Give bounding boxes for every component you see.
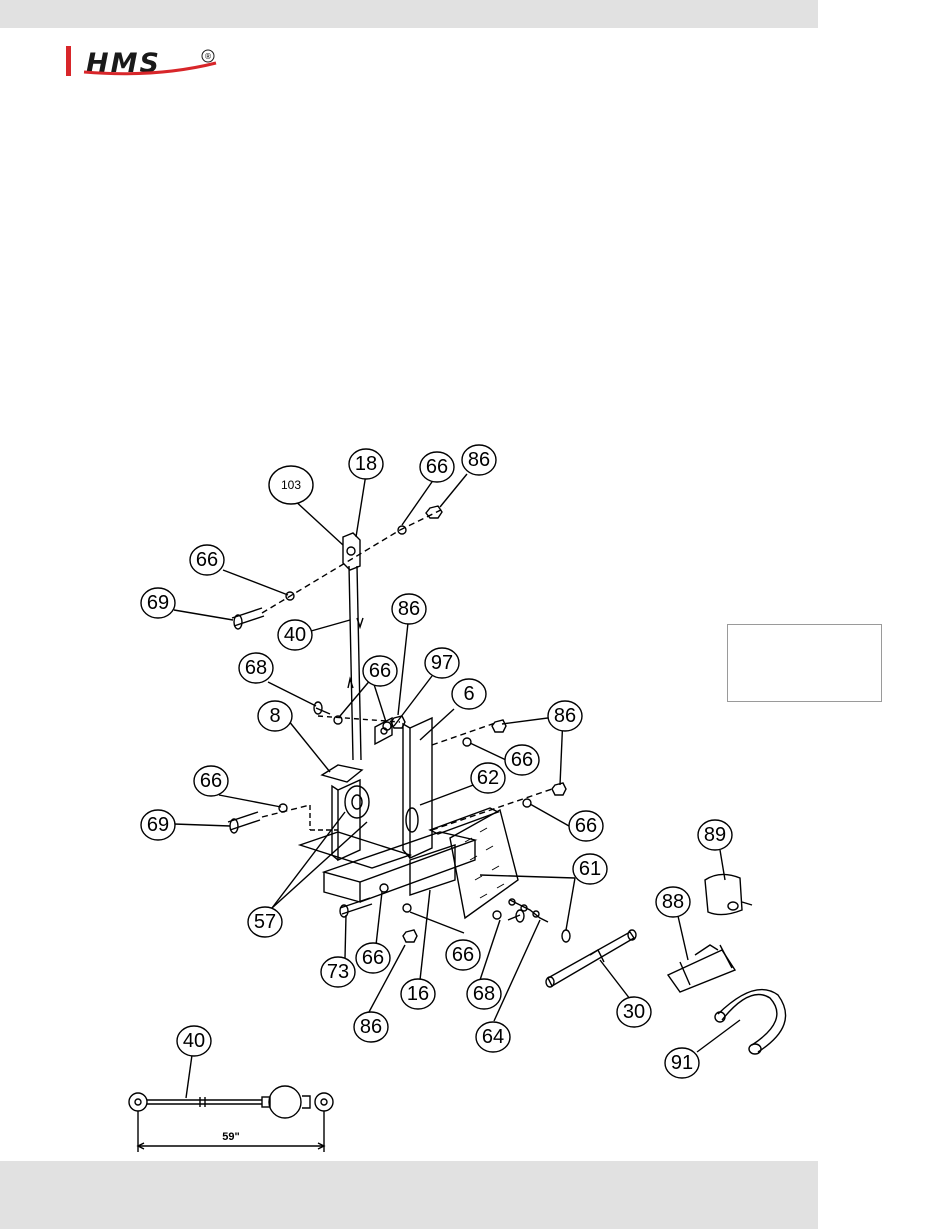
callout-57: 57 [248,907,282,937]
svg-text:30: 30 [623,1001,645,1023]
callout-86-top: 86 [462,445,496,475]
callout-66-top: 66 [420,452,454,482]
callout-61: 61 [573,854,607,884]
callout-62: 62 [471,763,505,793]
callout-40-cable: 40 [278,620,312,650]
svg-text:66: 66 [369,660,391,682]
svg-text:8: 8 [269,705,280,727]
svg-text:103: 103 [281,478,301,492]
svg-text:66: 66 [452,944,474,966]
callout-68-upper: 68 [239,653,273,683]
callout-66-right-upper: 66 [505,745,539,775]
svg-text:66: 66 [426,456,448,478]
callout-86-bottom: 86 [354,1012,388,1042]
callout-69-lower: 69 [141,810,175,840]
callout-18: 18 [349,449,383,479]
svg-text:88: 88 [662,891,684,913]
svg-text:16: 16 [407,983,429,1005]
svg-text:69: 69 [147,592,169,614]
callout-86-right: 86 [548,701,582,731]
callout-8: 8 [258,701,292,731]
callout-64: 64 [476,1022,510,1052]
callout-40-bottom: 40 [177,1026,211,1056]
svg-text:86: 86 [360,1016,382,1038]
callout-86-mid: 86 [392,594,426,624]
svg-text:62: 62 [477,767,499,789]
callout-97: 97 [425,648,459,678]
svg-text:61: 61 [579,858,601,880]
svg-text:6: 6 [463,683,474,705]
callout-89: 89 [698,820,732,850]
svg-text:97: 97 [431,652,453,674]
callout-88: 88 [656,887,690,917]
svg-text:57: 57 [254,911,276,933]
svg-text:68: 68 [245,657,267,679]
svg-text:66: 66 [200,770,222,792]
svg-text:40: 40 [183,1030,205,1052]
svg-text:73: 73 [327,961,349,983]
callout-66-bottom-right: 66 [446,940,480,970]
svg-text:64: 64 [482,1026,504,1048]
callout-66-left-lower: 66 [194,766,228,796]
svg-text:18: 18 [355,453,377,475]
svg-text:86: 86 [468,449,490,471]
cable-length-dimension: 59" [222,1131,239,1143]
svg-text:69: 69 [147,814,169,836]
callout-30: 30 [617,997,651,1027]
svg-text:66: 66 [575,815,597,837]
callout-16: 16 [401,979,435,1009]
svg-text:66: 66 [511,749,533,771]
callout-66-right-lower: 66 [569,811,603,841]
svg-text:89: 89 [704,824,726,846]
callout-68-lower: 68 [467,979,501,1009]
callout-73: 73 [321,957,355,987]
callout-103: 103 [269,466,313,504]
svg-text:91: 91 [671,1052,693,1074]
callout-91: 91 [665,1048,699,1078]
callout-66-bottom-left: 66 [356,943,390,973]
footer-bar [0,1161,818,1229]
svg-text:66: 66 [362,947,384,969]
svg-text:40: 40 [284,624,306,646]
callout-66-left-upper: 66 [190,545,224,575]
svg-text:86: 86 [554,705,576,727]
callout-66-mid: 66 [363,656,397,686]
svg-text:86: 86 [398,598,420,620]
callout-6: 6 [452,679,486,709]
svg-text:66: 66 [196,549,218,571]
svg-text:59": 59" [222,1131,239,1143]
svg-text:68: 68 [473,983,495,1005]
callout-69-upper: 69 [141,588,175,618]
